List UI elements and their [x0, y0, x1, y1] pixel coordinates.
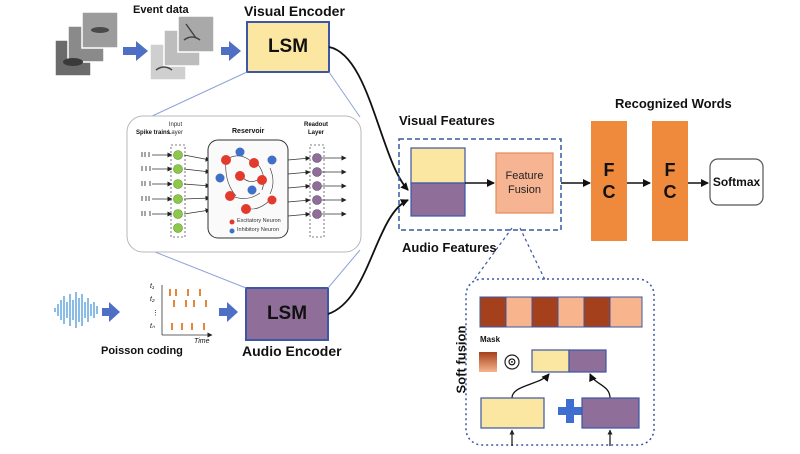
audio-input-curve [589, 373, 611, 399]
audio-feature-block [410, 182, 466, 217]
visual-input-block [480, 397, 545, 429]
visual-feature-block [410, 147, 466, 184]
visual-features-label: Visual Features [399, 113, 495, 128]
visual-encoder-title: Visual Encoder [244, 3, 345, 19]
spike-input-lines [152, 152, 173, 217]
spike-trains-label: Spike trains [136, 130, 171, 136]
input-neurons [173, 150, 183, 233]
event-frames [149, 15, 215, 81]
softmax-block [709, 158, 764, 206]
poisson-coding-label: Poisson coding [101, 345, 183, 357]
feature-fusion-block [495, 152, 554, 214]
event-data-label: Event data [133, 4, 189, 16]
raster-row-ellipsis: ⋮ [152, 310, 159, 317]
visual-input-curve [511, 373, 550, 399]
excitatory-neurons [221, 155, 277, 214]
soft-fusion-zoom-line-left [473, 227, 513, 281]
fused-audio-part [568, 349, 607, 373]
mask-bar [479, 296, 643, 328]
fused-visual-part [531, 349, 570, 373]
mask-swatch [479, 352, 497, 372]
audio-input-block [581, 397, 640, 429]
readout-layer-frame [309, 144, 325, 238]
inhibitory-neurons [215, 147, 277, 195]
zoom-lines [149, 71, 361, 289]
audio-waveform [54, 292, 98, 328]
readout-neurons [312, 153, 322, 219]
face-frames-input [54, 11, 119, 77]
audio-lsm-label: LSM [266, 303, 308, 324]
input-layer-frame [170, 144, 186, 238]
feature-fusion-label: Feature Fusion [505, 170, 544, 196]
fc2-block [652, 121, 688, 241]
input-to-reservoir-lines [183, 154, 211, 215]
fc2-label: F C [663, 160, 677, 202]
flow-arrows-blue [102, 41, 241, 322]
fusion-region-frame [398, 138, 562, 231]
spike-train-marks [141, 152, 151, 216]
fc1-label: F C [602, 160, 616, 202]
reservoir-label: Reservoir [232, 128, 265, 135]
soft-fusion-zoom-line-right [519, 227, 546, 281]
soft-fusion-title: Soft fusion [453, 325, 469, 394]
softmax-label: Softmax [712, 175, 761, 189]
mask-label: Mask [480, 335, 501, 344]
legend-excitatory-dot [229, 219, 235, 225]
plus-icon [558, 399, 582, 423]
inhibitory-legend-label: Inhibitory Neuron [237, 227, 279, 233]
hadamard-operator: ⊙ [507, 356, 517, 368]
spike-raster [161, 285, 213, 338]
legend-inhibitory-dot [229, 228, 235, 234]
readout-layer-label: Readout Layer [304, 122, 328, 136]
audio-encoder-title: Audio Encoder [242, 343, 342, 359]
excitatory-legend-label: Excitatory Neuron [237, 218, 281, 224]
audio-features-label: Audio Features [402, 240, 497, 255]
visual-lsm-label: LSM [267, 36, 309, 57]
time-axis-label: Time [194, 338, 210, 345]
raster-row-1: t₁ [150, 283, 155, 290]
raster-row-n: tₙ [150, 323, 155, 330]
hadamard-operator-ring [504, 354, 520, 370]
reservoir-to-readout-lines [287, 155, 311, 217]
raster-row-2: t₂ [150, 296, 155, 303]
readout-output-lines [322, 155, 347, 217]
recognized-words-label: Recognized Words [615, 96, 732, 111]
input-layer-label: Input Layer [168, 122, 184, 136]
fc1-block [591, 121, 627, 241]
audio-encoder-connector [327, 199, 409, 315]
